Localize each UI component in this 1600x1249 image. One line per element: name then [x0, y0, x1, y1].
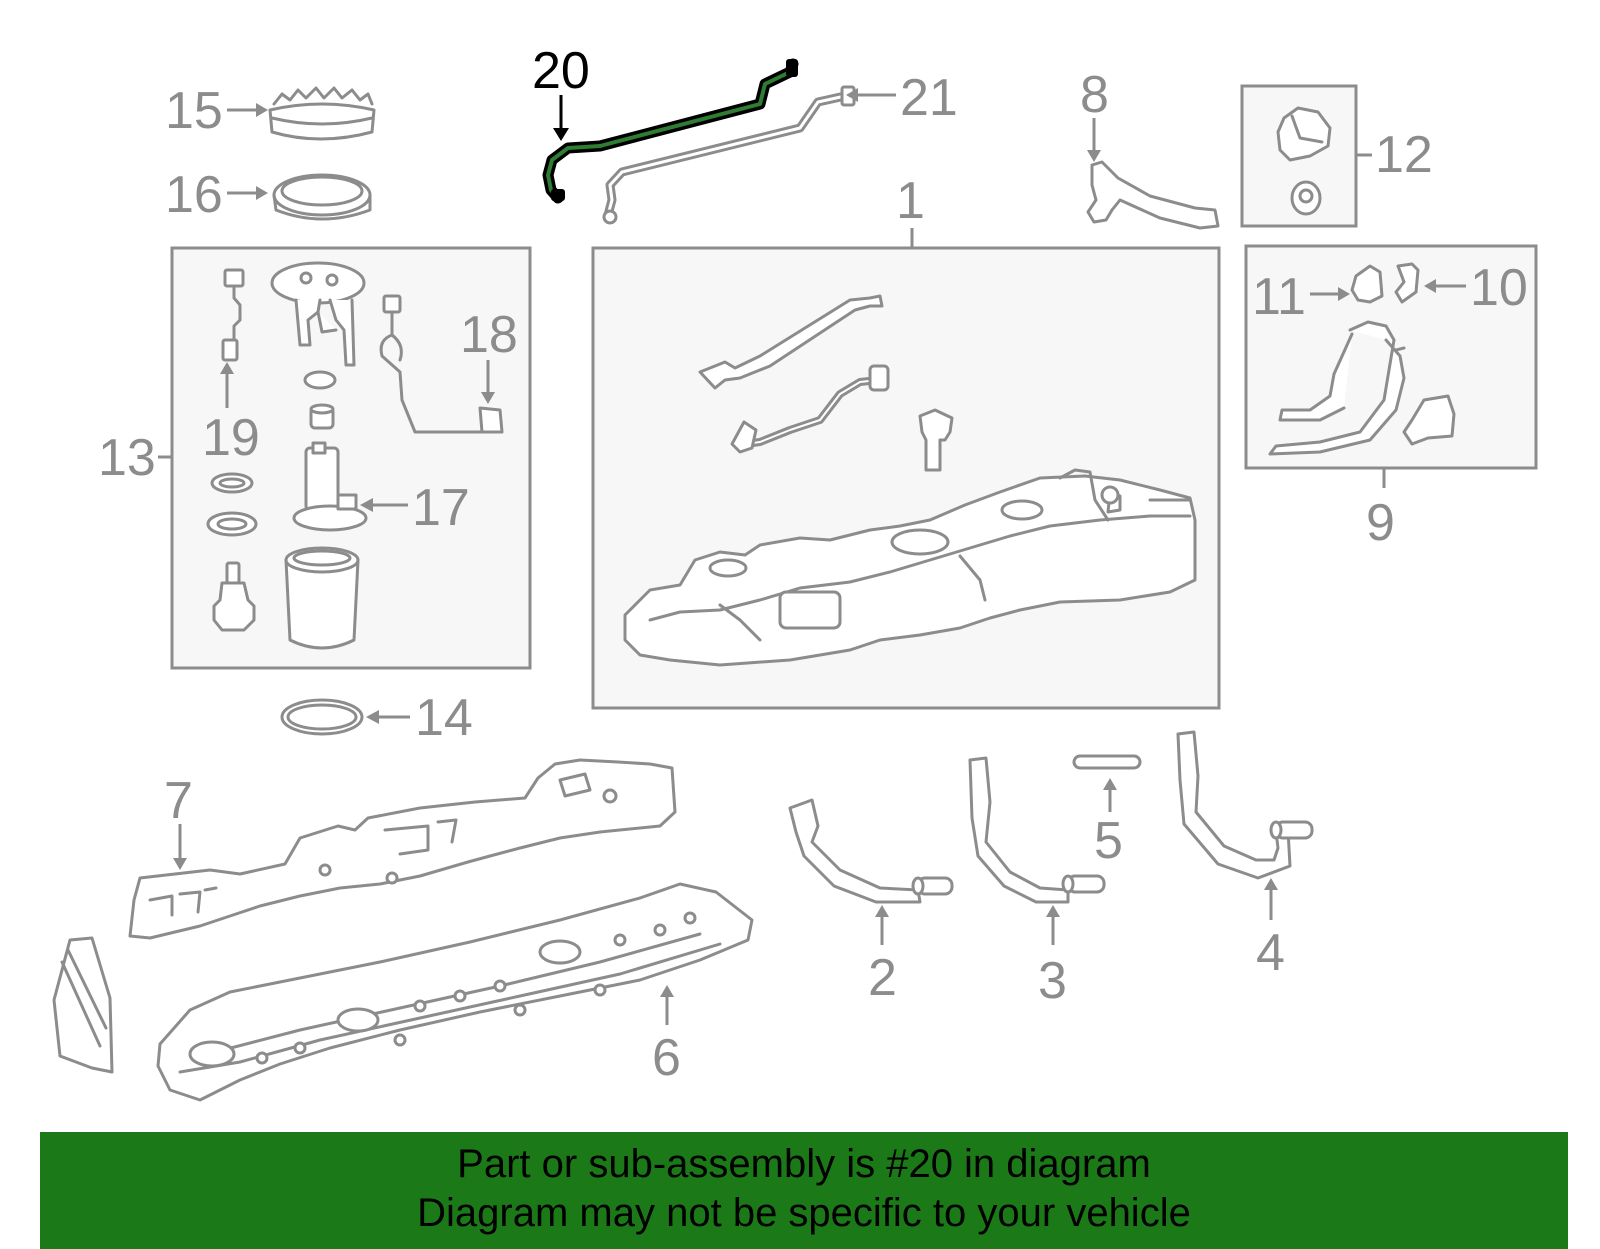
part-20-fuel-line[interactable] [542, 58, 799, 204]
callout-20: 20 [532, 42, 590, 100]
part-tank-valve[interactable] [918, 408, 954, 472]
leader-arrow-7 [173, 824, 187, 870]
callout-19: 19 [202, 409, 260, 467]
leader-arrow-14 [366, 710, 410, 724]
leader-arrow-20 [553, 95, 569, 141]
leader-arrow-10 [1424, 279, 1466, 293]
part-pressure-regulator[interactable] [212, 561, 256, 632]
part-10-clip[interactable] [1394, 262, 1420, 304]
banner-line-2: Diagram may not be specific to your vehi… [417, 1191, 1191, 1235]
leader-arrow-19 [220, 362, 234, 408]
part-17-fuel-pump[interactable] [292, 441, 368, 532]
part-tank-breather-hose[interactable] [730, 364, 890, 454]
callout-16: 16 [165, 166, 223, 224]
leader-arrow-11 [1310, 287, 1350, 301]
callout-1: 1 [896, 172, 925, 230]
part-3-strap[interactable] [968, 756, 1106, 904]
leader-arrow-3 [1046, 905, 1060, 945]
part-2-strap[interactable] [788, 798, 954, 904]
part-18-sender[interactable] [379, 294, 504, 434]
leader-arrow-16 [227, 186, 268, 200]
info-banner: Part or sub-assembly is #20 in diagram D… [40, 1132, 1568, 1249]
part-5-rod[interactable] [1072, 754, 1142, 770]
part-14-oring[interactable] [280, 698, 364, 736]
callout-21: 21 [900, 69, 958, 127]
callout-15: 15 [165, 82, 223, 140]
callout-13: 13 [98, 429, 156, 487]
banner-line-1: Part or sub-assembly is #20 in diagram [457, 1142, 1151, 1186]
part-7-heat-shield[interactable] [52, 758, 677, 1074]
part-19-connector-wire[interactable] [221, 268, 245, 362]
part-fuel-cap[interactable] [1276, 106, 1332, 162]
part-tank-vent-hose[interactable] [698, 294, 884, 390]
callout-2: 2 [868, 949, 897, 1007]
part-filter-cup[interactable] [284, 546, 360, 650]
part-pump-bracket[interactable] [270, 261, 366, 367]
leader-arrow-4 [1264, 878, 1278, 920]
part-small-oring[interactable] [303, 370, 337, 390]
leader-arrow-8 [1087, 118, 1101, 162]
part-16-gasket[interactable] [272, 173, 372, 221]
part-6-skid-plate[interactable] [156, 882, 754, 1102]
callout-6: 6 [652, 1029, 681, 1087]
part-filler-neck-pipe[interactable] [1268, 320, 1406, 456]
callout-18: 18 [460, 306, 518, 364]
callout-10: 10 [1470, 259, 1528, 317]
callout-5: 5 [1094, 812, 1123, 870]
callout-4: 4 [1256, 924, 1285, 982]
callout-14: 14 [415, 689, 473, 747]
part-filler-bracket[interactable] [1402, 394, 1456, 446]
callout-9: 9 [1366, 494, 1395, 552]
leader-arrow-21 [846, 88, 896, 102]
part-orings-pair[interactable] [206, 472, 258, 537]
callout-11: 11 [1252, 268, 1306, 326]
part-21-tube[interactable] [602, 85, 856, 225]
leader-arrow-5 [1103, 778, 1117, 812]
part-8-bracket[interactable] [1086, 160, 1220, 230]
leader-arrow-15 [227, 103, 268, 117]
part-15-lock-ring[interactable] [268, 86, 376, 141]
callout-7: 7 [164, 772, 193, 830]
callout-8: 8 [1080, 66, 1109, 124]
callout-3: 3 [1038, 952, 1067, 1010]
callout-12: 12 [1375, 126, 1433, 184]
leader-arrow-17 [360, 498, 408, 512]
part-fuel-tank-body[interactable] [623, 468, 1197, 667]
callout-17: 17 [412, 479, 470, 537]
part-11-clip[interactable] [1350, 264, 1384, 304]
part-pump-sleeve[interactable] [309, 403, 335, 430]
leader-arrow-2 [875, 905, 889, 945]
leader-arrow-18 [481, 360, 495, 404]
leader-arrow-6 [660, 985, 674, 1025]
part-4-strap[interactable] [1176, 730, 1314, 880]
part-cap-grommet[interactable] [1290, 180, 1322, 216]
